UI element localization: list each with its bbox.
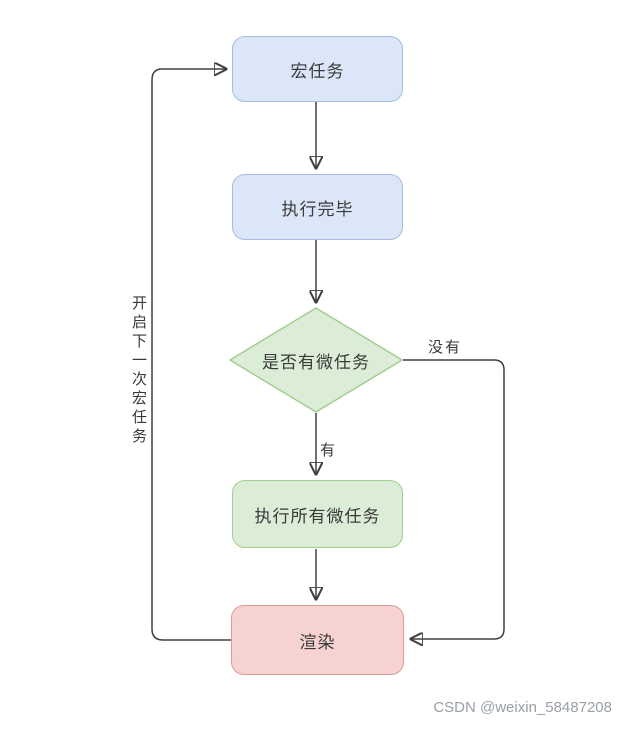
node-render-label: 渲染 bbox=[299, 632, 336, 652]
csdn-watermark: CSDN @weixin_58487208 bbox=[433, 699, 612, 716]
edge-label-yes: 有 bbox=[320, 442, 336, 459]
edge-label-loop: 开启下一次宏任务 bbox=[130, 295, 147, 447]
decision-has-micro-task: 是否有微任务 bbox=[230, 308, 402, 412]
node-execution-done: 执行完毕 bbox=[232, 174, 403, 240]
decision-shape bbox=[229, 307, 403, 413]
node-render: 渲染 bbox=[231, 605, 404, 675]
decision-label: 是否有微任务 bbox=[262, 352, 370, 372]
node-run-micro-tasks: 执行所有微任务 bbox=[232, 480, 403, 548]
node-macro-task: 宏任务 bbox=[232, 36, 403, 102]
edge-decision-no-to-render bbox=[403, 359, 505, 639]
node-execution-done-label: 执行完毕 bbox=[281, 199, 354, 219]
edge-label-no: 没有 bbox=[428, 339, 463, 356]
node-macro-task-label: 宏任务 bbox=[290, 61, 345, 81]
edge-render-loop-to-macro bbox=[151, 69, 231, 641]
node-run-micro-tasks-label: 执行所有微任务 bbox=[254, 506, 381, 526]
